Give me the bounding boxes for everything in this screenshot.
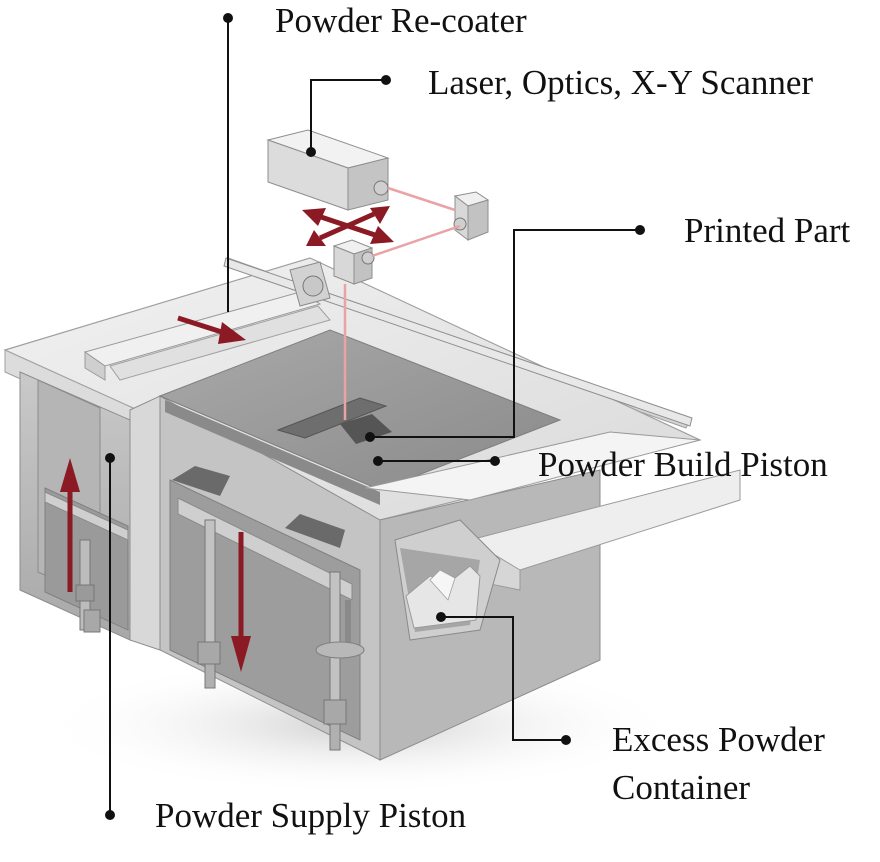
powder-bed	[158, 329, 562, 505]
supply-piston	[75, 539, 101, 633]
label-excess-powder-container: Container	[612, 768, 751, 807]
laser-scanner	[266, 129, 490, 420]
label-laser-optics-scanner: Laser, Optics, X-Y Scanner	[428, 63, 814, 102]
build-piston	[197, 519, 365, 751]
leader-lines	[109, 18, 640, 815]
label-powder-build-piston: Powder Build Piston	[538, 445, 828, 484]
label-printed-part: Printed Part	[684, 211, 851, 250]
label-excess-powder: Excess Powder	[612, 720, 825, 759]
label-powder-recoater: Powder Re-coater	[275, 1, 527, 40]
label-powder-supply-piston: Powder Supply Piston	[155, 796, 467, 835]
motion-arrows	[60, 206, 394, 672]
leader-dots	[105, 13, 645, 820]
excess-container-body	[364, 431, 741, 641]
recoater	[223, 257, 693, 427]
